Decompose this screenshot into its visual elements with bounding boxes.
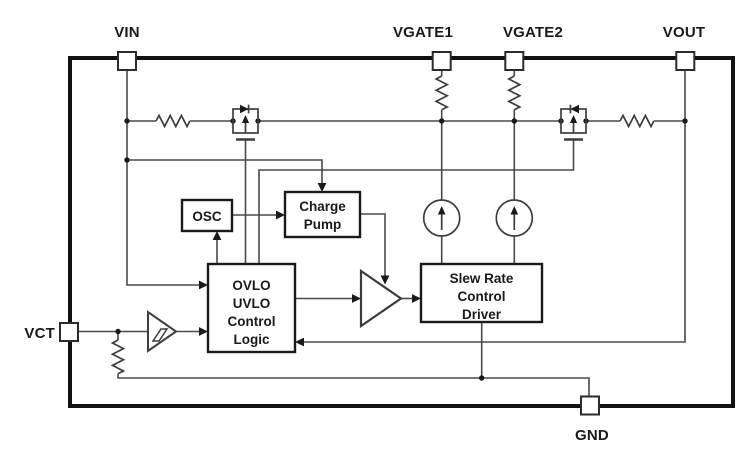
wires [78, 70, 686, 397]
arrow-into-chargepump-left [276, 210, 285, 220]
pin-vout [675, 51, 696, 71]
pins [59, 51, 696, 416]
resistor4-icon [506, 75, 522, 111]
wire-chargepump-feed [127, 159, 323, 184]
control-logic-label-line4: Logic [234, 332, 270, 347]
pin-vgate2 [504, 51, 525, 71]
mosfet2-body-diode-icon [570, 104, 579, 114]
control-logic-label-line2: UVLO [233, 296, 271, 311]
charge-pump-block: Charge Pump [283, 190, 362, 239]
arrow-into-logic-right [295, 337, 304, 347]
pin-vct [59, 322, 79, 342]
charge-pump-label-line1: Charge [299, 199, 346, 214]
comparator-icon [147, 310, 178, 353]
osc-label: OSC [192, 209, 222, 224]
current-source2-icon [495, 199, 534, 237]
arrow-into-logic-left1 [199, 280, 208, 290]
vgate2-label: VGATE2 [503, 24, 563, 41]
control-logic-label-line1: OVLO [232, 278, 270, 293]
pin-gnd [580, 395, 600, 416]
wire-vin-sense [126, 70, 199, 286]
mosfet2-icon [560, 104, 587, 141]
osc-block: OSC [180, 198, 234, 233]
hysteresis-icon [151, 328, 169, 342]
vin-label: VIN [114, 24, 140, 41]
slew-rate-label-line2: Control [458, 289, 506, 304]
vct-label: VCT [24, 325, 55, 342]
mosfet1-icon [232, 104, 259, 141]
arrowheads [199, 183, 421, 347]
resistor2-icon [619, 113, 655, 129]
resistor3-icon [434, 75, 450, 111]
arrow-into-logic-left2 [199, 327, 208, 336]
wire-gate2 [258, 139, 575, 264]
vout-label: VOUT [663, 24, 705, 41]
driver-amp-icon [359, 268, 403, 329]
arrow-into-amp [352, 294, 361, 303]
wire-chargepump-amp [360, 213, 386, 276]
current-source1-icon [422, 199, 461, 237]
charge-pump-label-line2: Pump [304, 217, 342, 232]
vgate1-label: VGATE1 [393, 24, 453, 41]
arrow-into-slew [412, 294, 421, 303]
control-logic-label-line3: Control [228, 314, 276, 329]
pin-labels: VIN VGATE1 VGATE2 VOUT VCT GND [24, 24, 705, 444]
arrow-into-chargepump-top [317, 183, 327, 192]
arrow-onto-amp-top [380, 275, 390, 285]
pin-vin [117, 51, 137, 71]
slew-rate-driver-block: Slew Rate Control Driver [419, 262, 544, 324]
resistor5-icon [110, 339, 126, 375]
control-logic-block: OVLO UVLO Control Logic [206, 262, 297, 354]
mosfet1-body-diode-icon [240, 104, 249, 114]
gnd-label: GND [575, 427, 609, 444]
pin-vgate1 [431, 51, 452, 71]
slew-rate-label-line1: Slew Rate [450, 271, 514, 286]
wire-gnd-rail [117, 373, 590, 397]
resistor1-icon [155, 113, 191, 129]
ic-boundary [68, 56, 735, 408]
wire-vout-feedback [304, 70, 686, 343]
slew-rate-label-line3: Driver [462, 307, 502, 322]
arrow-into-osc [212, 231, 222, 240]
